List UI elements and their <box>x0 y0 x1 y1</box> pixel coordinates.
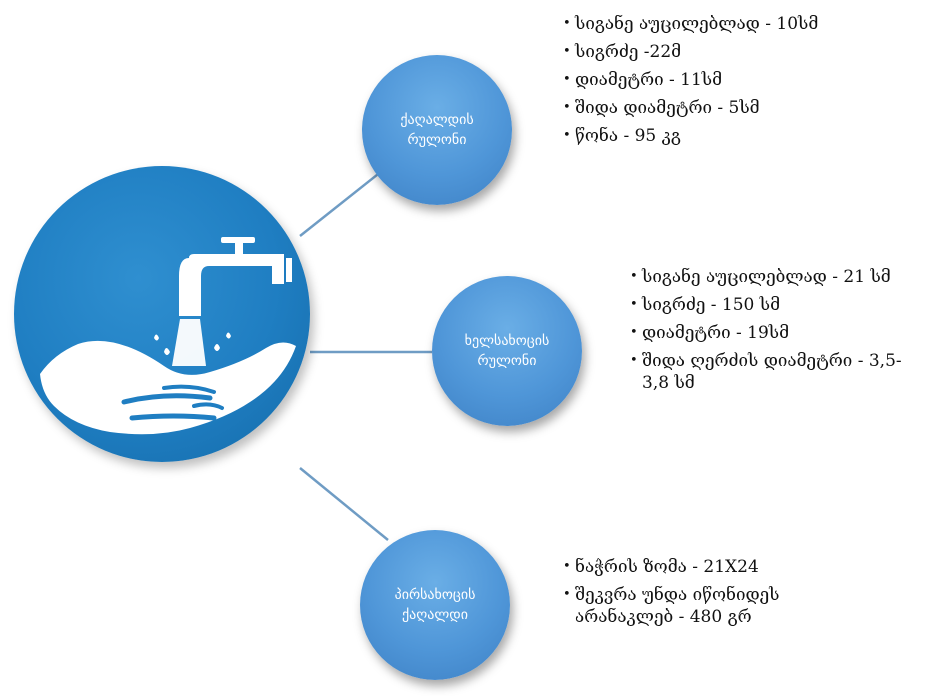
paper-roll-spec-list: სიგანე აუცილებლად - 10სმ სიგრძე -22მ დია… <box>563 13 833 153</box>
hand-washing-icon <box>40 237 296 435</box>
connector-bottom <box>299 467 389 541</box>
node-paper-roll: ქაღალდის რულონი <box>362 55 512 205</box>
list-item: შიდა დიამეტრი - 5სმ <box>563 97 833 119</box>
list-item: დიამეტრი - 11სმ <box>563 69 833 91</box>
hub-circle <box>14 166 310 462</box>
node-paper-roll-line2: რულონი <box>407 132 467 148</box>
list-item: ნაჭრის ზომა - 21X24 <box>563 556 863 578</box>
paper-towel-spec-list: ნაჭრის ზომა - 21X24 შეკვრა უნდა იწონიდეს… <box>563 556 863 634</box>
node-paper-roll-line1: ქაღალდის <box>400 112 474 128</box>
node-towel-roll-line2: რულონი <box>477 353 537 369</box>
list-item: სიგრძე -22მ <box>563 41 833 63</box>
towel-roll-spec-list: სიგანე აუცილებლად - 21 სმ სიგრძე - 150 ს… <box>630 266 920 400</box>
list-item: შეკვრა უნდა იწონიდეს არანაკლებ - 480 გრ <box>563 584 863 628</box>
node-paper-towel-line1: პირსახოცის <box>394 587 476 603</box>
list-item: დიამეტრი - 19სმ <box>630 322 920 344</box>
node-towel-roll-line1: ხელსახოცის <box>464 333 550 349</box>
list-item: სიგანე აუცილებლად - 21 სმ <box>630 266 920 288</box>
list-item: შიდა ღერძის დიამეტრი - 3,5-3,8 სმ <box>630 350 920 394</box>
node-paper-towel-line2: ქაღალდი <box>401 607 468 623</box>
node-paper-towel: პირსახოცის ქაღალდი <box>360 530 510 680</box>
list-item: სიგანე აუცილებლად - 10სმ <box>563 13 833 35</box>
list-item: სიგრძე - 150 სმ <box>630 294 920 316</box>
list-item: წონა - 95 კგ <box>563 125 833 147</box>
node-towel-roll: ხელსახოცის რულონი <box>432 276 582 426</box>
